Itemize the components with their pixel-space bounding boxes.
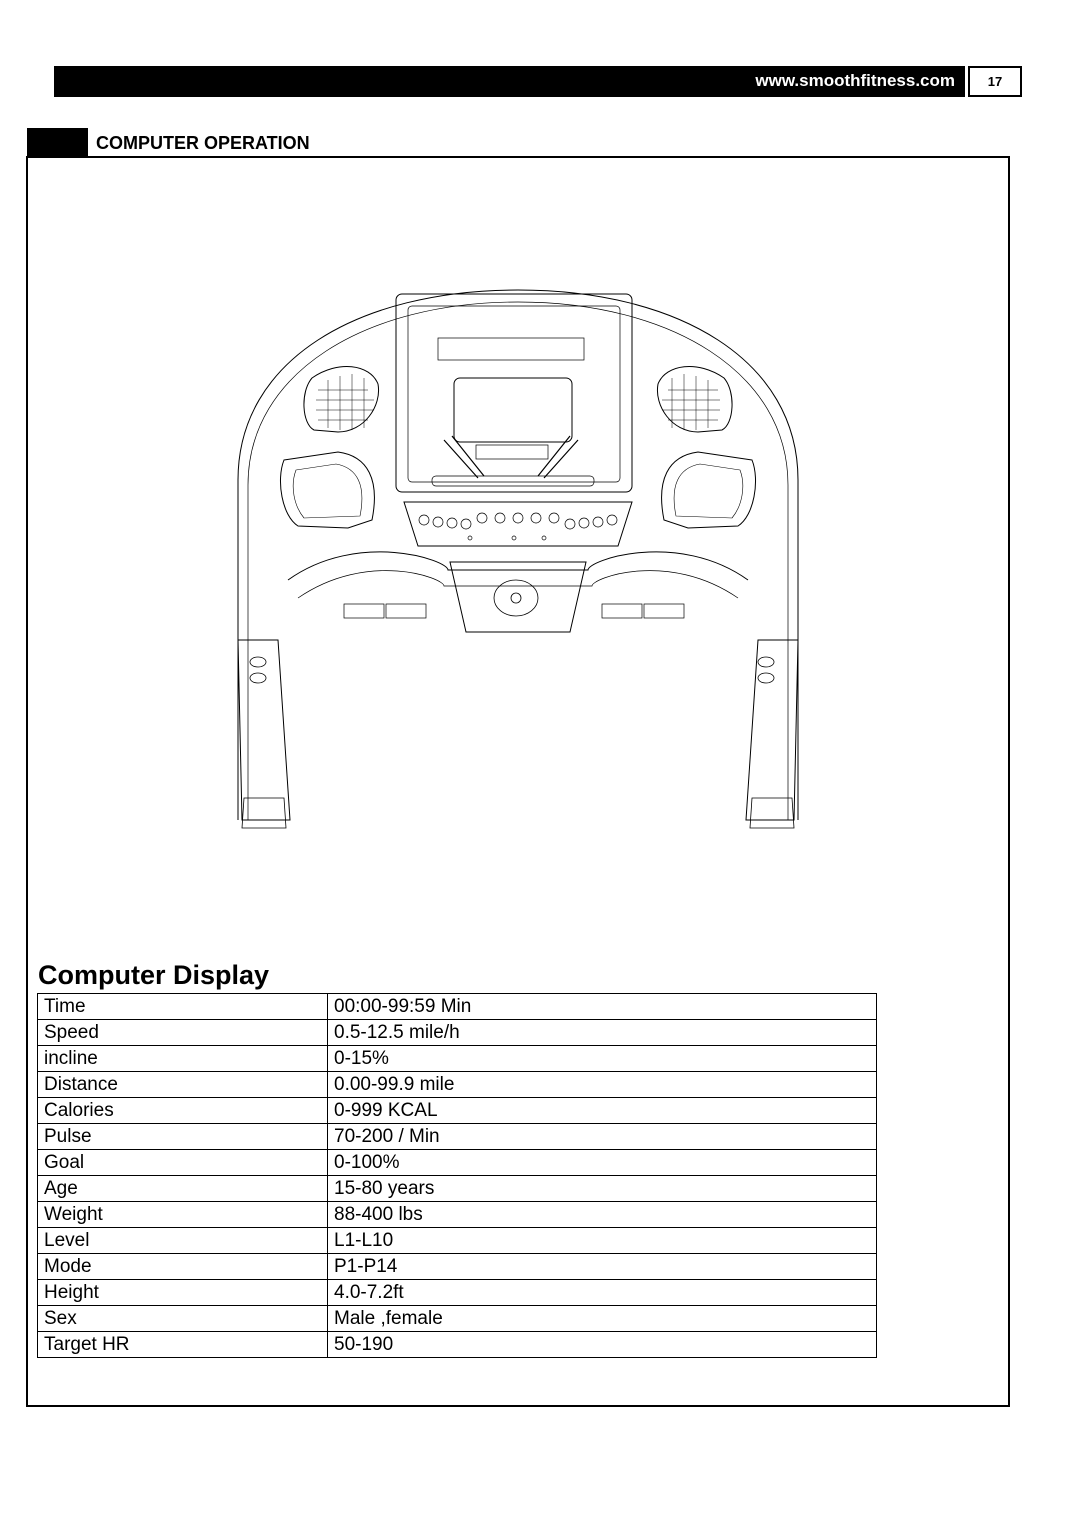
row-value: 88-400 lbs: [327, 1201, 877, 1228]
row-value: 00:00-99:59 Min: [327, 993, 877, 1020]
row-value: 0.00-99.9 mile: [327, 1071, 877, 1098]
section-marker: [27, 128, 88, 158]
row-value: 0-999 KCAL: [327, 1097, 877, 1124]
row-label: Target HR: [37, 1331, 328, 1358]
row-label: Level: [37, 1227, 328, 1254]
row-label: Speed: [37, 1019, 328, 1046]
row-label: Calories: [37, 1097, 328, 1124]
row-value: L1-L10: [327, 1227, 877, 1254]
row-value: 15-80 years: [327, 1175, 877, 1202]
page-number: 17: [968, 66, 1022, 97]
row-label: Sex: [37, 1305, 328, 1332]
row-value: 70-200 / Min: [327, 1123, 877, 1150]
row-label: Mode: [37, 1253, 328, 1280]
row-label: Pulse: [37, 1123, 328, 1150]
content-frame: [26, 156, 1010, 1407]
row-label: Distance: [37, 1071, 328, 1098]
row-label: Weight: [37, 1201, 328, 1228]
row-value: 4.0-7.2ft: [327, 1279, 877, 1306]
row-label: Goal: [37, 1149, 328, 1176]
row-label: Time: [37, 993, 328, 1020]
row-value: 0.5-12.5 mile/h: [327, 1019, 877, 1046]
row-label: Height: [37, 1279, 328, 1306]
row-value: P1-P14: [327, 1253, 877, 1280]
section-title: COMPUTER OPERATION: [96, 133, 310, 153]
row-value: Male ,female: [327, 1305, 877, 1332]
computer-display-title: Computer Display: [38, 960, 270, 990]
row-value: 50-190: [327, 1331, 877, 1358]
row-value: 0-100%: [327, 1149, 877, 1176]
console-diagram: [237, 289, 799, 829]
row-label: incline: [37, 1045, 328, 1072]
website-url: www.smoothfitness.com: [755, 71, 955, 90]
row-label: Age: [37, 1175, 328, 1202]
row-value: 0-15%: [327, 1045, 877, 1072]
header-bar: www.smoothfitness.com: [54, 66, 965, 97]
